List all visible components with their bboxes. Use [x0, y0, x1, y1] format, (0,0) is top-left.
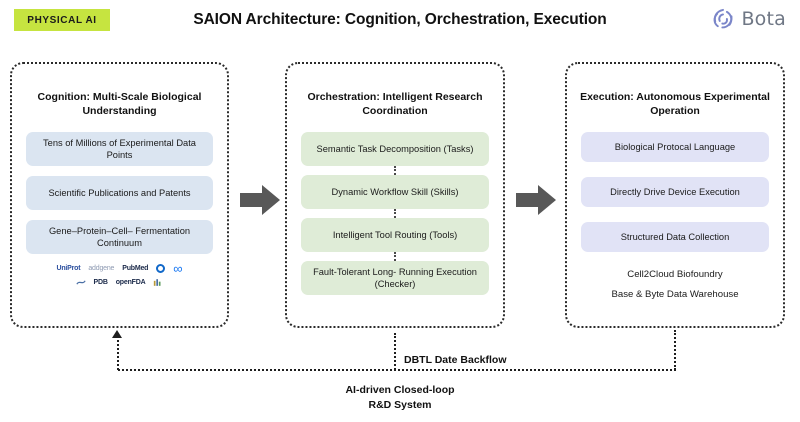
- feedback-line-middle: [394, 333, 396, 370]
- data-source-logo-wall: UniProt addgene PubMed ∞ PDB openFDA: [12, 261, 227, 287]
- feedback-line-right: [674, 330, 676, 370]
- system-label-line2: R&D System: [368, 399, 432, 411]
- item-orchestration-2: Intelligent Tool Routing (Tools): [301, 218, 489, 252]
- addgene-logo: addgene: [88, 265, 115, 272]
- feedback-line-left: [117, 333, 119, 370]
- panel-items-execution: Biological Protocal Language Directly Dr…: [567, 132, 783, 252]
- physical-ai-badge: PHYSICAL AI: [14, 9, 110, 31]
- panel-title-execution: Execution: Autonomous Experimental Opera…: [580, 91, 770, 117]
- item-cognition-1: Scientific Publications and Patents: [26, 176, 213, 210]
- dbtl-backflow-label: DBTL Date Backflow: [404, 354, 507, 366]
- page-title: SAION Architecture: Cognition, Orchestra…: [193, 11, 607, 28]
- openfda-logo: openFDA: [115, 279, 146, 286]
- ncbi-wave-icon: [75, 280, 86, 285]
- connector-0: [394, 166, 396, 175]
- openai-circle-icon: [156, 264, 166, 273]
- item-execution-1: Directly Drive Device Execution: [581, 177, 769, 207]
- data-bars-icon: [154, 279, 161, 286]
- panel-title-orchestration: Orchestration: Intelligent Research Coor…: [307, 91, 483, 117]
- pdb-logo: PDB: [93, 279, 108, 286]
- arrow-cognition-to-orchestration: [240, 185, 280, 215]
- item-execution-0: Biological Protocal Language: [581, 132, 769, 162]
- system-label: AI-driven Closed-loop R&D System: [0, 383, 800, 413]
- item-cognition-2: Gene–Protein–Cell– Fermentation Continuu…: [26, 220, 213, 254]
- pubmed-logo: PubMed: [122, 265, 149, 272]
- item-execution-2: Structured Data Collection: [581, 222, 769, 252]
- panel-items-orchestration: Semantic Task Decomposition (Tasks) Dyna…: [287, 132, 503, 295]
- item-orchestration-3: Fault-Tolerant Long- Running Execution (…: [301, 261, 489, 295]
- feedback-arrowhead-icon: [112, 330, 122, 338]
- execution-footnote-0: Cell2Cloud Biofoundry: [627, 269, 723, 280]
- panel-cognition: Cognition: Multi-Scale Biological Unders…: [10, 62, 229, 328]
- logo-row-1: UniProt addgene PubMed ∞: [26, 261, 213, 276]
- item-orchestration-0: Semantic Task Decomposition (Tasks): [301, 132, 489, 166]
- item-orchestration-1: Dynamic Workflow Skill (Skills): [301, 175, 489, 209]
- panel-items-cognition: Tens of Millions of Experimental Data Po…: [12, 132, 227, 254]
- uniprot-logo: UniProt: [56, 265, 81, 272]
- feedback-line-bottom: [118, 369, 676, 371]
- meta-infinity-icon: ∞: [173, 261, 183, 276]
- panel-orchestration: Orchestration: Intelligent Research Coor…: [285, 62, 505, 328]
- brand-name: Bota: [741, 8, 786, 30]
- connector-2: [394, 252, 396, 261]
- item-cognition-0: Tens of Millions of Experimental Data Po…: [26, 132, 213, 166]
- panel-execution: Execution: Autonomous Experimental Opera…: [565, 62, 785, 328]
- arrow-orchestration-to-execution: [516, 185, 556, 215]
- system-label-line1: AI-driven Closed-loop: [345, 384, 455, 396]
- brand-logo: Bota: [710, 6, 786, 32]
- logo-row-2: PDB openFDA: [26, 278, 213, 287]
- execution-footnote-1: Base & Byte Data Warehouse: [611, 289, 739, 300]
- connector-1: [394, 209, 396, 218]
- spiral-swirl-icon: [714, 8, 733, 29]
- panel-title-cognition: Cognition: Multi-Scale Biological Unders…: [37, 91, 202, 117]
